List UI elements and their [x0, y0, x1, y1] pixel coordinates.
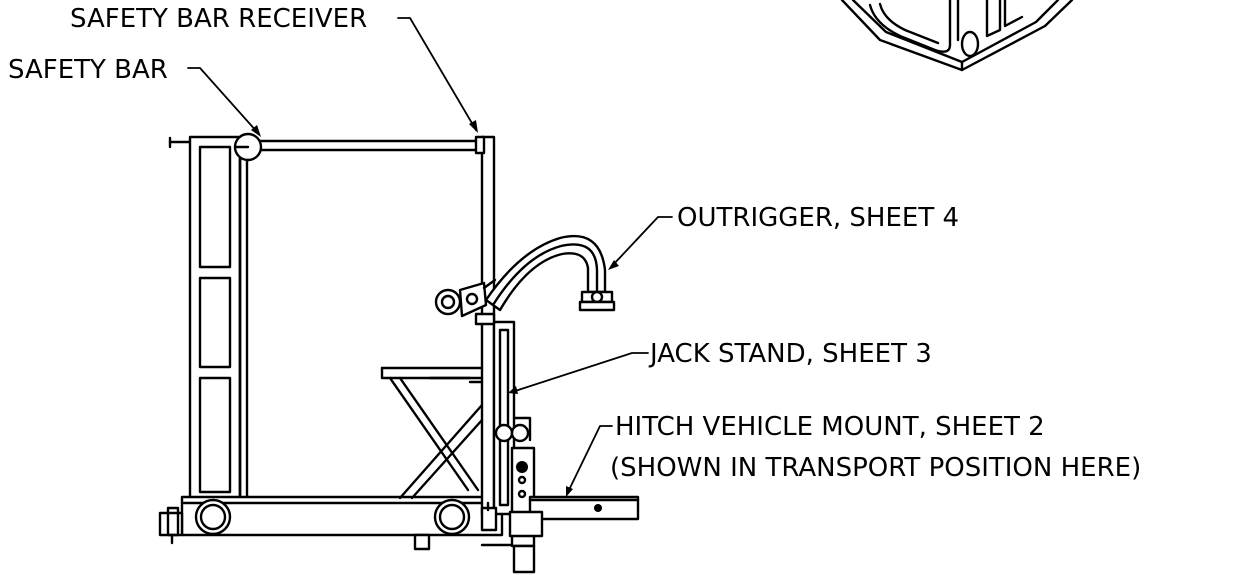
callout-safety-bar-receiver: SAFETY BAR RECEIVER	[70, 4, 367, 34]
outrigger	[434, 234, 616, 326]
callout-hitch-vehicle-mount: HITCH VEHICLE MOUNT, SHEET 2	[615, 412, 1045, 442]
safety-frame	[158, 135, 504, 551]
jack-stand	[380, 320, 536, 574]
hitch-vehicle-mount	[508, 495, 640, 538]
callout-hitch-transport-note: (SHOWN IN TRANSPORT POSITION HERE)	[610, 453, 1141, 483]
callout-safety-bar: SAFETY BAR	[8, 55, 168, 85]
safety-bar-receiver-post	[474, 135, 496, 517]
callout-outrigger: OUTRIGGER, SHEET 4	[677, 203, 959, 233]
leader-lines	[187, 17, 673, 497]
isometric-view-fragment	[840, 0, 1074, 72]
callout-jack-stand: JACK STAND, SHEET 3	[648, 339, 932, 369]
safety-bar	[233, 132, 480, 162]
